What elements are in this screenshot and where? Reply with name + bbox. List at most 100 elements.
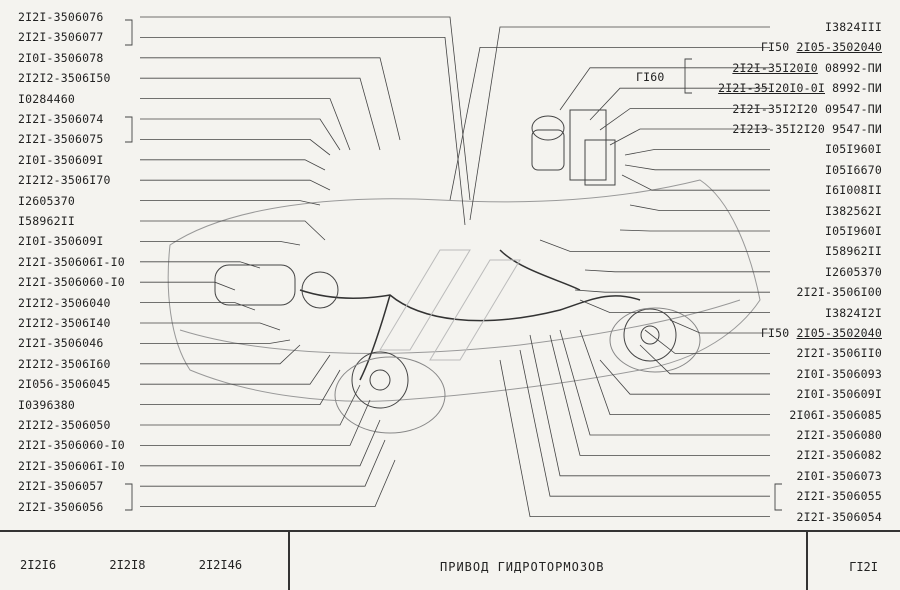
leader-line: [140, 16, 471, 201]
leader-line: [621, 174, 770, 191]
leader-line: [140, 37, 466, 226]
part-label-right: I05I960I: [825, 142, 882, 157]
part-label-left: 2I2I-3506056: [18, 499, 104, 514]
part-label-left: 2I2I2-3506I60: [18, 356, 111, 371]
part-label-left: 2I2I2-3506040: [18, 295, 111, 310]
part-label-right: I2605370: [825, 264, 882, 279]
leader-line: [140, 344, 301, 365]
part-label-left: 2I056-3506045: [18, 377, 111, 392]
leader-line: [140, 220, 326, 241]
part-label-right: 2I2I-3506054: [796, 509, 882, 524]
leader-line: [549, 334, 770, 456]
leader-line: [140, 459, 396, 508]
part-label-right: I05I6670: [825, 162, 882, 177]
leader-line: [559, 329, 770, 436]
part-label-left: 2I2I-3506046: [18, 336, 104, 351]
leader-line: [140, 281, 236, 291]
group-label: ГI60: [636, 70, 665, 84]
leader-line: [579, 329, 770, 416]
leader-line: [629, 204, 770, 212]
leader-line: [539, 239, 770, 252]
leader-line: [140, 77, 381, 151]
leader-line: [669, 319, 770, 334]
leader-line: [559, 67, 770, 111]
part-label-left: 2I2I-350606I-I0: [18, 458, 125, 473]
part-label-left: 2I2I-3506075: [18, 132, 104, 147]
part-label-right: 2I2I-35I2I20 09547-ПИ: [732, 101, 882, 116]
part-label-right: ГI50 2I05-3502040: [761, 40, 882, 54]
part-label-right: 2I2I-3506II0: [796, 346, 882, 361]
leader-line: [140, 98, 351, 151]
leader-line: [140, 57, 401, 141]
part-label-number: 2I05-3502040: [796, 40, 882, 55]
leader-line: [639, 344, 770, 375]
part-label-left: 2I2I-350606I-I0: [18, 254, 125, 269]
leader-line: [599, 108, 770, 131]
part-label-right: ГI50 2I05-3502040: [761, 326, 882, 340]
part-label-left: I58962II: [18, 214, 75, 228]
part-label-left: 2I2I-3506074: [18, 112, 104, 126]
leader-line: [499, 359, 770, 517]
part-label-left: 2I2I-3506057: [18, 479, 104, 494]
part-label-prefix: ГI50: [760, 326, 797, 340]
part-label-right: 2I2I-3506I00: [796, 285, 882, 300]
page-title: ПРИВОД ГИДРОТОРМОЗОВ: [440, 560, 605, 574]
leader-line: [140, 302, 256, 311]
part-label-number: 2I05-3502040: [796, 326, 882, 340]
leader-line: [449, 47, 770, 201]
part-label-right: I05I960I: [825, 224, 882, 238]
part-label-right: 2I0I-350609I: [796, 387, 882, 402]
part-label-number: 2I2I-35I20I0-0I: [718, 81, 825, 96]
part-label-right: I3824I2I: [825, 305, 882, 320]
leader-line: [140, 419, 381, 467]
leader-line: [619, 229, 770, 232]
brake-diagram: [125, 16, 782, 517]
leader-line: [644, 329, 770, 354]
leader-line: [140, 354, 331, 385]
leader-line: [624, 164, 770, 171]
part-label-right: 2I0I-3506093: [796, 366, 882, 381]
leader-line: [140, 261, 261, 269]
part-label-left: 2I2I-3506060-I0: [18, 275, 125, 290]
part-label-right: 2I2I-3506082: [796, 448, 882, 463]
leader-line: [140, 240, 301, 246]
leader-line: [579, 299, 770, 314]
leader-line: [624, 148, 770, 156]
part-label-left: 2I2I2-3506050: [18, 418, 111, 432]
model-code: 2I2I8: [109, 558, 146, 572]
leader-line: [599, 359, 770, 395]
leader-line: [609, 128, 770, 146]
leader-line: [140, 159, 326, 171]
part-label-left: 2I2I-3506077: [18, 30, 104, 45]
model-list: 2I2I6 2I2I8 2I2I46: [20, 558, 288, 572]
part-label-left: 2I0I-350609I: [18, 234, 104, 249]
footer: 2I2I6 2I2I8 2I2I46 ПРИВОД ГИДРОТОРМОЗОВ …: [0, 530, 900, 590]
leader-line: [140, 369, 341, 406]
part-label-left: I0396380: [18, 397, 75, 412]
part-label-right: I3824III: [825, 20, 882, 34]
part-label-prefix: ГI50: [760, 40, 797, 55]
model-code: 2I2I6: [20, 558, 57, 572]
leader-line: [589, 87, 770, 121]
part-label-right: 2I0I-3506073: [796, 468, 882, 483]
part-label-left: 2I0I-350609I: [18, 152, 104, 167]
part-label-left: 2I2I2-3506I40: [18, 316, 111, 330]
leader-line: [140, 322, 281, 331]
leader-line: [140, 339, 291, 344]
leader-line: [469, 26, 770, 221]
leader-line: [140, 399, 371, 446]
part-label-right: I6I008II: [825, 183, 882, 198]
leader-line: [140, 179, 331, 191]
leader-line: [140, 384, 361, 426]
leader-line: [584, 269, 770, 273]
part-label-left: 2I2I-3506060-I0: [18, 438, 125, 453]
part-label-left: I2605370: [18, 193, 75, 208]
model-code: 2I2I46: [198, 558, 243, 572]
part-label-right: 2I06I-3506085: [789, 407, 882, 422]
part-label-right: 2I2I-35I20I0 08992-ПИ: [732, 61, 882, 75]
part-label-right: I58962II: [825, 244, 882, 259]
part-label-left: 2I2I-3506076: [18, 10, 104, 24]
part-label-right: I382562I: [825, 203, 882, 218]
leader-line: [140, 200, 321, 206]
leader-line: [140, 138, 331, 156]
